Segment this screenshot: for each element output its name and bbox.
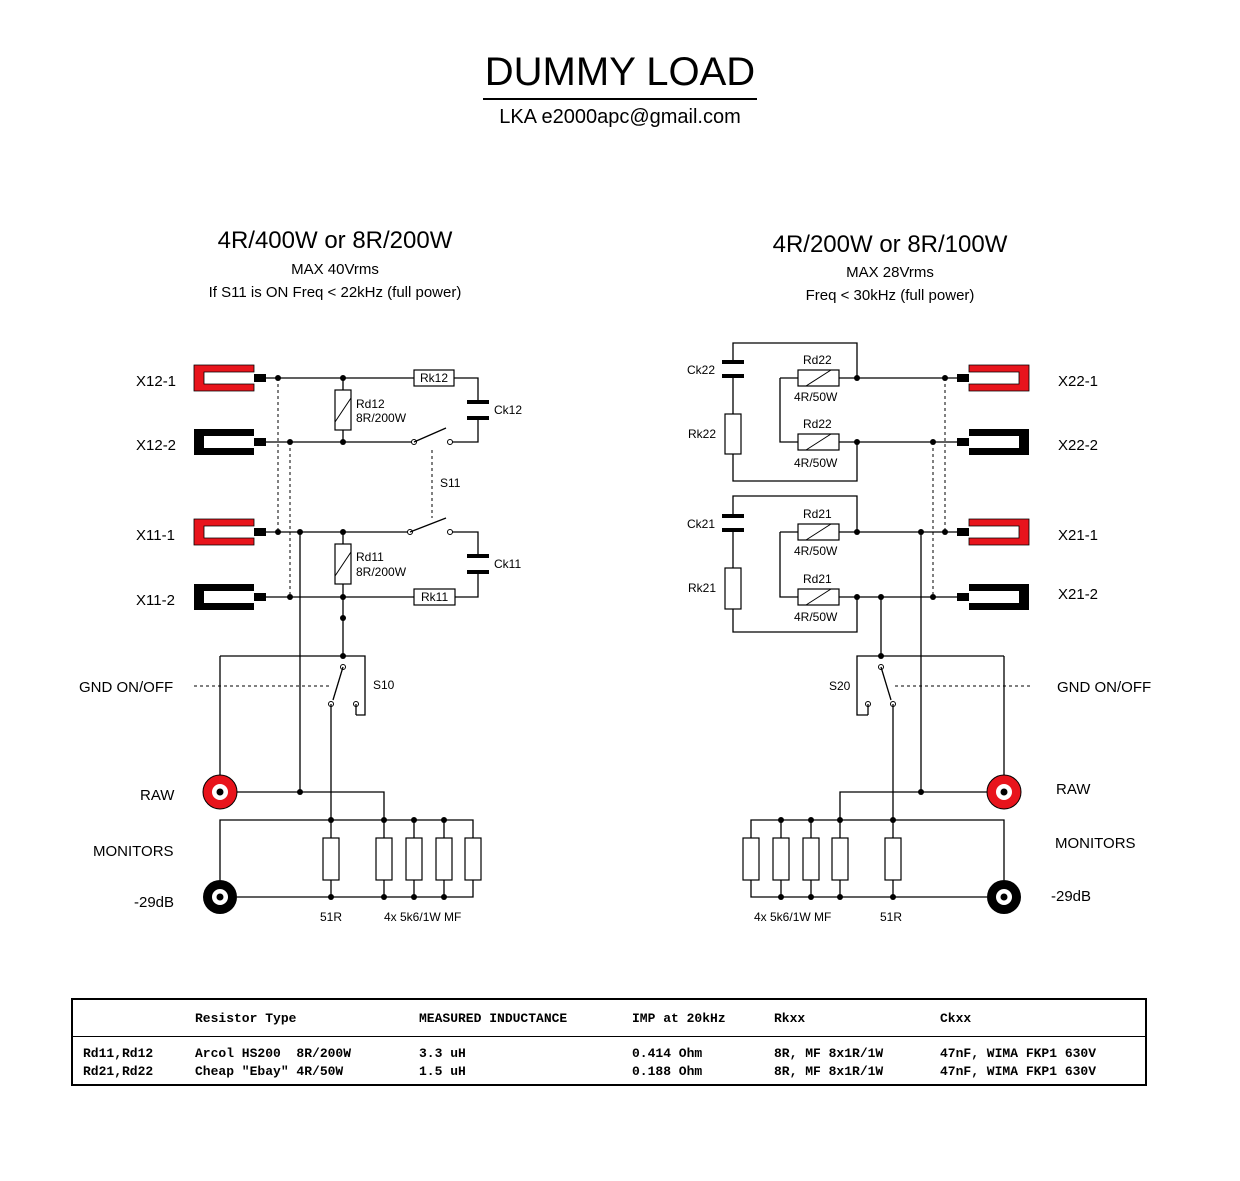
label-rd21-a: Rd21 xyxy=(803,507,832,521)
label-raw-right: RAW xyxy=(1056,781,1091,798)
label-rk22: Rk22 xyxy=(688,427,716,441)
table-cell: 0.188 Ohm xyxy=(632,1064,703,1080)
table-cell: Arcol HS200 8R/200W xyxy=(195,1046,352,1062)
label-rd21-b: Rd21 xyxy=(803,572,832,586)
table-header-row: Resistor Type MEASURED INDUCTANCE IMP at… xyxy=(72,999,1146,1037)
x21-2-black-terminal xyxy=(957,584,1029,610)
table-cell: Rd21,Rd22 xyxy=(83,1064,154,1080)
table-cell: 8R, MF 8x1R/1W xyxy=(774,1064,884,1080)
label-s20: S20 xyxy=(829,679,851,693)
left-max: MAX 40Vrms xyxy=(291,261,379,278)
label-s10: S10 xyxy=(373,678,395,692)
label-rd22-b: Rd22 xyxy=(803,417,832,431)
x12-2-black-terminal xyxy=(194,429,266,455)
right-heading: 4R/200W or 8R/100W xyxy=(772,231,1008,258)
table-cell: 0.414 Ohm xyxy=(632,1046,703,1062)
table-cell: 1.5 uH xyxy=(419,1064,466,1080)
right-note: Freq < 30kHz (full power) xyxy=(805,287,975,304)
monitor-bnc-right xyxy=(987,880,1021,914)
label-ck21: Ck21 xyxy=(687,517,715,531)
table-header-cell: Ckxx xyxy=(930,999,1146,1037)
table-cell: Cheap "Ebay" 4R/50W xyxy=(195,1064,344,1080)
right-circuit: X22-1 X22-2 X21-1 X21-2 Ck22 Rk22 Ck21 R… xyxy=(687,342,1151,924)
left-heading: 4R/400W or 8R/200W xyxy=(217,227,453,254)
x22-1-red-terminal xyxy=(956,364,1030,392)
label-ck11: Ck11 xyxy=(494,557,521,571)
label-rd11: Rd11 xyxy=(356,550,384,564)
label-ck12: Ck12 xyxy=(494,403,522,417)
label-4x-left: 4x 5k6/1W MF xyxy=(384,910,461,924)
label-gnd-right: GND ON/OFF xyxy=(1057,679,1151,696)
label-rd21-b-value: 4R/50W xyxy=(794,610,838,624)
label-gnd-left: GND ON/OFF xyxy=(79,679,173,696)
label-x12-1: X12-1 xyxy=(136,373,176,390)
page-title: DUMMY LOAD xyxy=(0,50,1240,100)
label-db-left: -29dB xyxy=(134,894,174,911)
label-ck22: Ck22 xyxy=(687,363,715,377)
label-rk11: Rk11 xyxy=(421,590,448,604)
table-cell: 8R, MF 8x1R/1W xyxy=(774,1046,884,1062)
table-cell: Rd11,Rd12 xyxy=(83,1046,154,1062)
label-rd22-a-value: 4R/50W xyxy=(794,390,838,404)
label-db-right: -29dB xyxy=(1051,888,1091,905)
raw-bnc-right xyxy=(986,774,1022,810)
raw-bnc-left xyxy=(202,774,238,810)
label-rd12-value: 8R/200W xyxy=(356,411,407,425)
label-rk21: Rk21 xyxy=(688,581,716,595)
label-4x-right: 4x 5k6/1W MF xyxy=(754,910,831,924)
label-x11-1: X11-1 xyxy=(136,527,175,544)
left-note: If S11 is ON Freq < 22kHz (full power) xyxy=(208,284,462,301)
label-rd22-b-value: 4R/50W xyxy=(794,456,838,470)
label-rd12: Rd12 xyxy=(356,397,385,411)
label-51r-left: 51R xyxy=(320,910,342,924)
x11-1-red-terminal xyxy=(193,518,267,546)
x21-1-red-terminal xyxy=(956,518,1030,546)
x22-2-black-terminal xyxy=(957,429,1029,455)
label-51r-right: 51R xyxy=(880,910,902,924)
table-row: Rd21,Rd22 Cheap "Ebay" 4R/50W 1.5 uH 0.1… xyxy=(72,1064,1146,1085)
left-circuit: X12-1 X12-2 X11-1 X11-2 Rk12 Rk11 Rd12 8… xyxy=(79,364,522,924)
label-x22-1: X22-1 xyxy=(1058,373,1098,390)
right-max: MAX 28Vrms xyxy=(846,264,934,281)
monitor-bnc-left xyxy=(203,880,237,914)
label-monitors-left: MONITORS xyxy=(93,843,174,860)
label-rk12: Rk12 xyxy=(420,371,448,385)
label-x12-2: X12-2 xyxy=(136,437,176,454)
label-x21-1: X21-1 xyxy=(1058,527,1098,544)
author-line: LKA e2000apc@gmail.com xyxy=(499,106,741,128)
table-header-cell: Rkxx xyxy=(764,999,930,1037)
label-x11-2: X11-2 xyxy=(136,592,175,609)
table-cell: 3.3 uH xyxy=(419,1046,466,1062)
spec-table: Resistor Type MEASURED INDUCTANCE IMP at… xyxy=(71,998,1147,1086)
table-cell: 47nF, WIMA FKP1 630V xyxy=(940,1064,1097,1080)
label-raw-left: RAW xyxy=(140,787,175,804)
label-s11: S11 xyxy=(440,476,461,490)
table-header-cell xyxy=(72,999,185,1037)
table-header-cell: MEASURED INDUCTANCE xyxy=(409,999,622,1037)
label-rd11-value: 8R/200W xyxy=(356,565,407,579)
label-rd22-a: Rd22 xyxy=(803,353,832,367)
x11-2-black-terminal xyxy=(194,584,266,610)
table-header-cell: Resistor Type xyxy=(185,999,409,1037)
label-monitors-right: MONITORS xyxy=(1055,835,1136,852)
x12-1-red-terminal xyxy=(193,364,267,392)
label-x22-2: X22-2 xyxy=(1058,437,1098,454)
table-header-cell: IMP at 20kHz xyxy=(622,999,764,1037)
table-cell: 47nF, WIMA FKP1 630V xyxy=(940,1046,1097,1062)
label-x21-2: X21-2 xyxy=(1058,586,1098,603)
table-row: Rd11,Rd12 Arcol HS200 8R/200W 3.3 uH 0.4… xyxy=(72,1037,1146,1065)
label-rd21-a-value: 4R/50W xyxy=(794,544,838,558)
title-text: DUMMY LOAD xyxy=(482,50,758,100)
